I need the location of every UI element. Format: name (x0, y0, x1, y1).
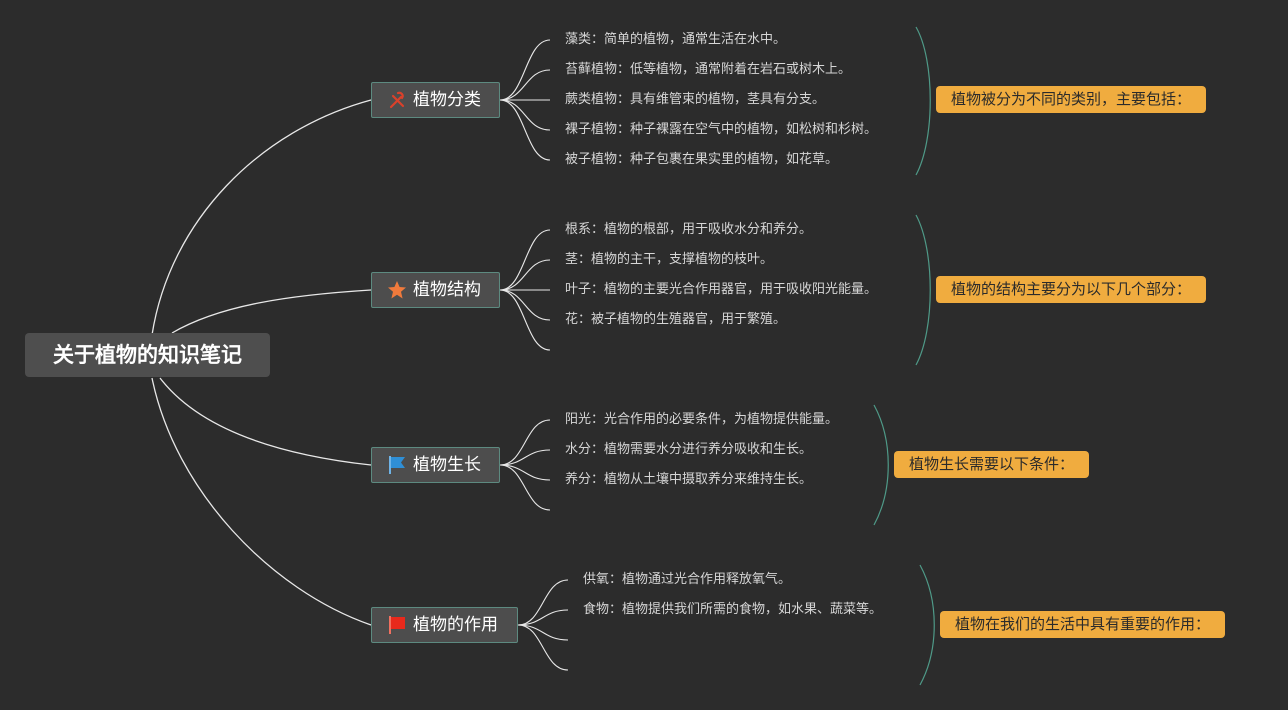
leaf-item[interactable]: 藻类：简单的植物，通常生活在水中。 (565, 32, 787, 47)
root-topic[interactable]: 关于植物的知识笔记 (25, 333, 270, 377)
leaf-item[interactable]: 阳光：光合作用的必要条件，为植物提供能量。 (565, 412, 839, 427)
topic-plant-classification[interactable]: 植物分类 (371, 82, 500, 118)
topic-label: 植物分类 (413, 89, 481, 110)
summary-note-classification[interactable]: 植物被分为不同的类别，主要包括： (936, 86, 1207, 113)
summary-bracket-1 (915, 26, 931, 176)
leaf-item[interactable]: 叶子：植物的主要光合作用器官，用于吸收阳光能量。 (565, 282, 878, 297)
summary-note-growth[interactable]: 植物生长需要以下条件： (894, 451, 1090, 478)
leaf-item[interactable]: 蕨类植物：具有维管束的植物，茎具有分支。 (565, 92, 826, 107)
leaf-item[interactable]: 供氧：植物通过光合作用释放氧气。 (583, 572, 792, 587)
summary-bracket-2 (915, 214, 931, 366)
root-link-3 (159, 377, 372, 466)
star-icon (386, 279, 408, 301)
flag-icon (386, 454, 408, 476)
flag-icon (386, 614, 408, 636)
leaf-item[interactable]: 食物：植物提供我们所需的食物，如水果、蔬菜等。 (583, 602, 883, 617)
tools-icon (386, 89, 408, 111)
topic-label: 植物的作用 (413, 614, 498, 635)
leaf-item[interactable]: 裸子植物：种子裸露在空气中的植物，如松树和杉树。 (565, 122, 878, 137)
leaf-item[interactable]: 养分：植物从土壤中摄取养分来维持生长。 (565, 472, 813, 487)
leaf-item[interactable]: 水分：植物需要水分进行养分吸收和生长。 (565, 442, 813, 457)
root-link-2 (171, 289, 372, 334)
leaf-item[interactable]: 苔藓植物：低等植物，通常附着在岩石或树木上。 (565, 62, 852, 77)
summary-note-functions[interactable]: 植物在我们的生活中具有重要的作用： (940, 611, 1226, 638)
leaf-item[interactable]: 茎：植物的主干，支撑植物的枝叶。 (565, 252, 774, 267)
leaf-item[interactable]: 根系：植物的根部，用于吸收水分和养分。 (565, 222, 813, 237)
topic-plant-growth[interactable]: 植物生长 (371, 447, 500, 483)
topic-label: 植物结构 (413, 279, 481, 300)
topic-plant-structure[interactable]: 植物结构 (371, 272, 500, 308)
summary-note-structure[interactable]: 植物的结构主要分为以下几个部分： (936, 276, 1207, 303)
summary-bracket-4 (919, 564, 935, 686)
leaf-item[interactable]: 被子植物：种子包裹在果实里的植物，如花草。 (565, 152, 839, 167)
summary-bracket-3 (873, 404, 889, 526)
topic-label: 植物生长 (413, 454, 481, 475)
root-link-4 (151, 377, 372, 626)
leaf-item[interactable]: 花：被子植物的生殖器官，用于繁殖。 (565, 312, 787, 327)
topic-plant-functions[interactable]: 植物的作用 (371, 607, 518, 643)
root-link-1 (151, 99, 372, 336)
